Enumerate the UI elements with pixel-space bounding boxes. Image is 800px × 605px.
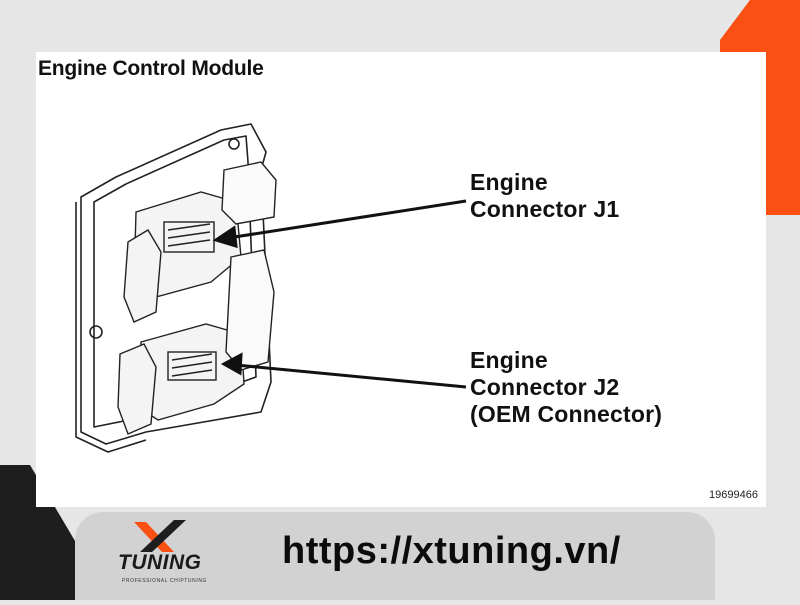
- j1-latch: [123, 229, 162, 323]
- arrow-j2-line: [235, 363, 467, 389]
- callout-connector-j1: Engine Connector J1: [470, 169, 619, 223]
- callout-arrows: [212, 199, 467, 389]
- mount-bolt-2: [228, 138, 240, 150]
- footer-bar: [75, 512, 715, 600]
- logo-x-orange-stroke: [134, 522, 174, 552]
- mount-bolt-1: [89, 325, 103, 339]
- j1-pin-rows: [167, 223, 211, 247]
- callout-line: Connector J1: [470, 196, 620, 222]
- upper-block: [221, 161, 277, 225]
- diagram-title: Engine Control Module: [38, 57, 264, 80]
- arrow-j1-line: [227, 199, 467, 240]
- housing-inner-edge: [93, 135, 257, 428]
- x-tuning-logo-icon[interactable]: [112, 516, 212, 594]
- logo-x-dark-stroke: [140, 520, 186, 552]
- j1-pins: [163, 221, 215, 253]
- logo-text: TUNING: [118, 551, 202, 574]
- j2-latch: [117, 343, 157, 435]
- diagram-panel: Engine Control Module Engine Connector J…: [36, 52, 766, 507]
- lower-block: [225, 249, 275, 371]
- figure-number: 19699466: [709, 489, 758, 501]
- connector-j2: [117, 323, 245, 435]
- callout-line: Engine: [470, 347, 548, 373]
- callout-connector-j2: Engine Connector J2 (OEM Connector): [470, 347, 662, 428]
- j2-pin-rows: [171, 353, 213, 377]
- callout-line: Engine: [470, 169, 548, 195]
- ecm-diagram: [75, 123, 467, 453]
- arrow-j1-head: [212, 225, 238, 249]
- housing-flange: [75, 202, 147, 453]
- connector-j1: [123, 191, 242, 323]
- callout-line: Connector J2: [470, 374, 620, 400]
- side-blocks: [221, 161, 277, 371]
- j2-pins: [167, 351, 217, 381]
- callout-line: (OEM Connector): [470, 401, 663, 427]
- site-url-link[interactable]: https://xtuning.vn/: [282, 530, 621, 572]
- logo-tagline: PROFESSIONAL CHIPTUNING: [122, 578, 208, 584]
- arrow-j2-head: [220, 352, 243, 376]
